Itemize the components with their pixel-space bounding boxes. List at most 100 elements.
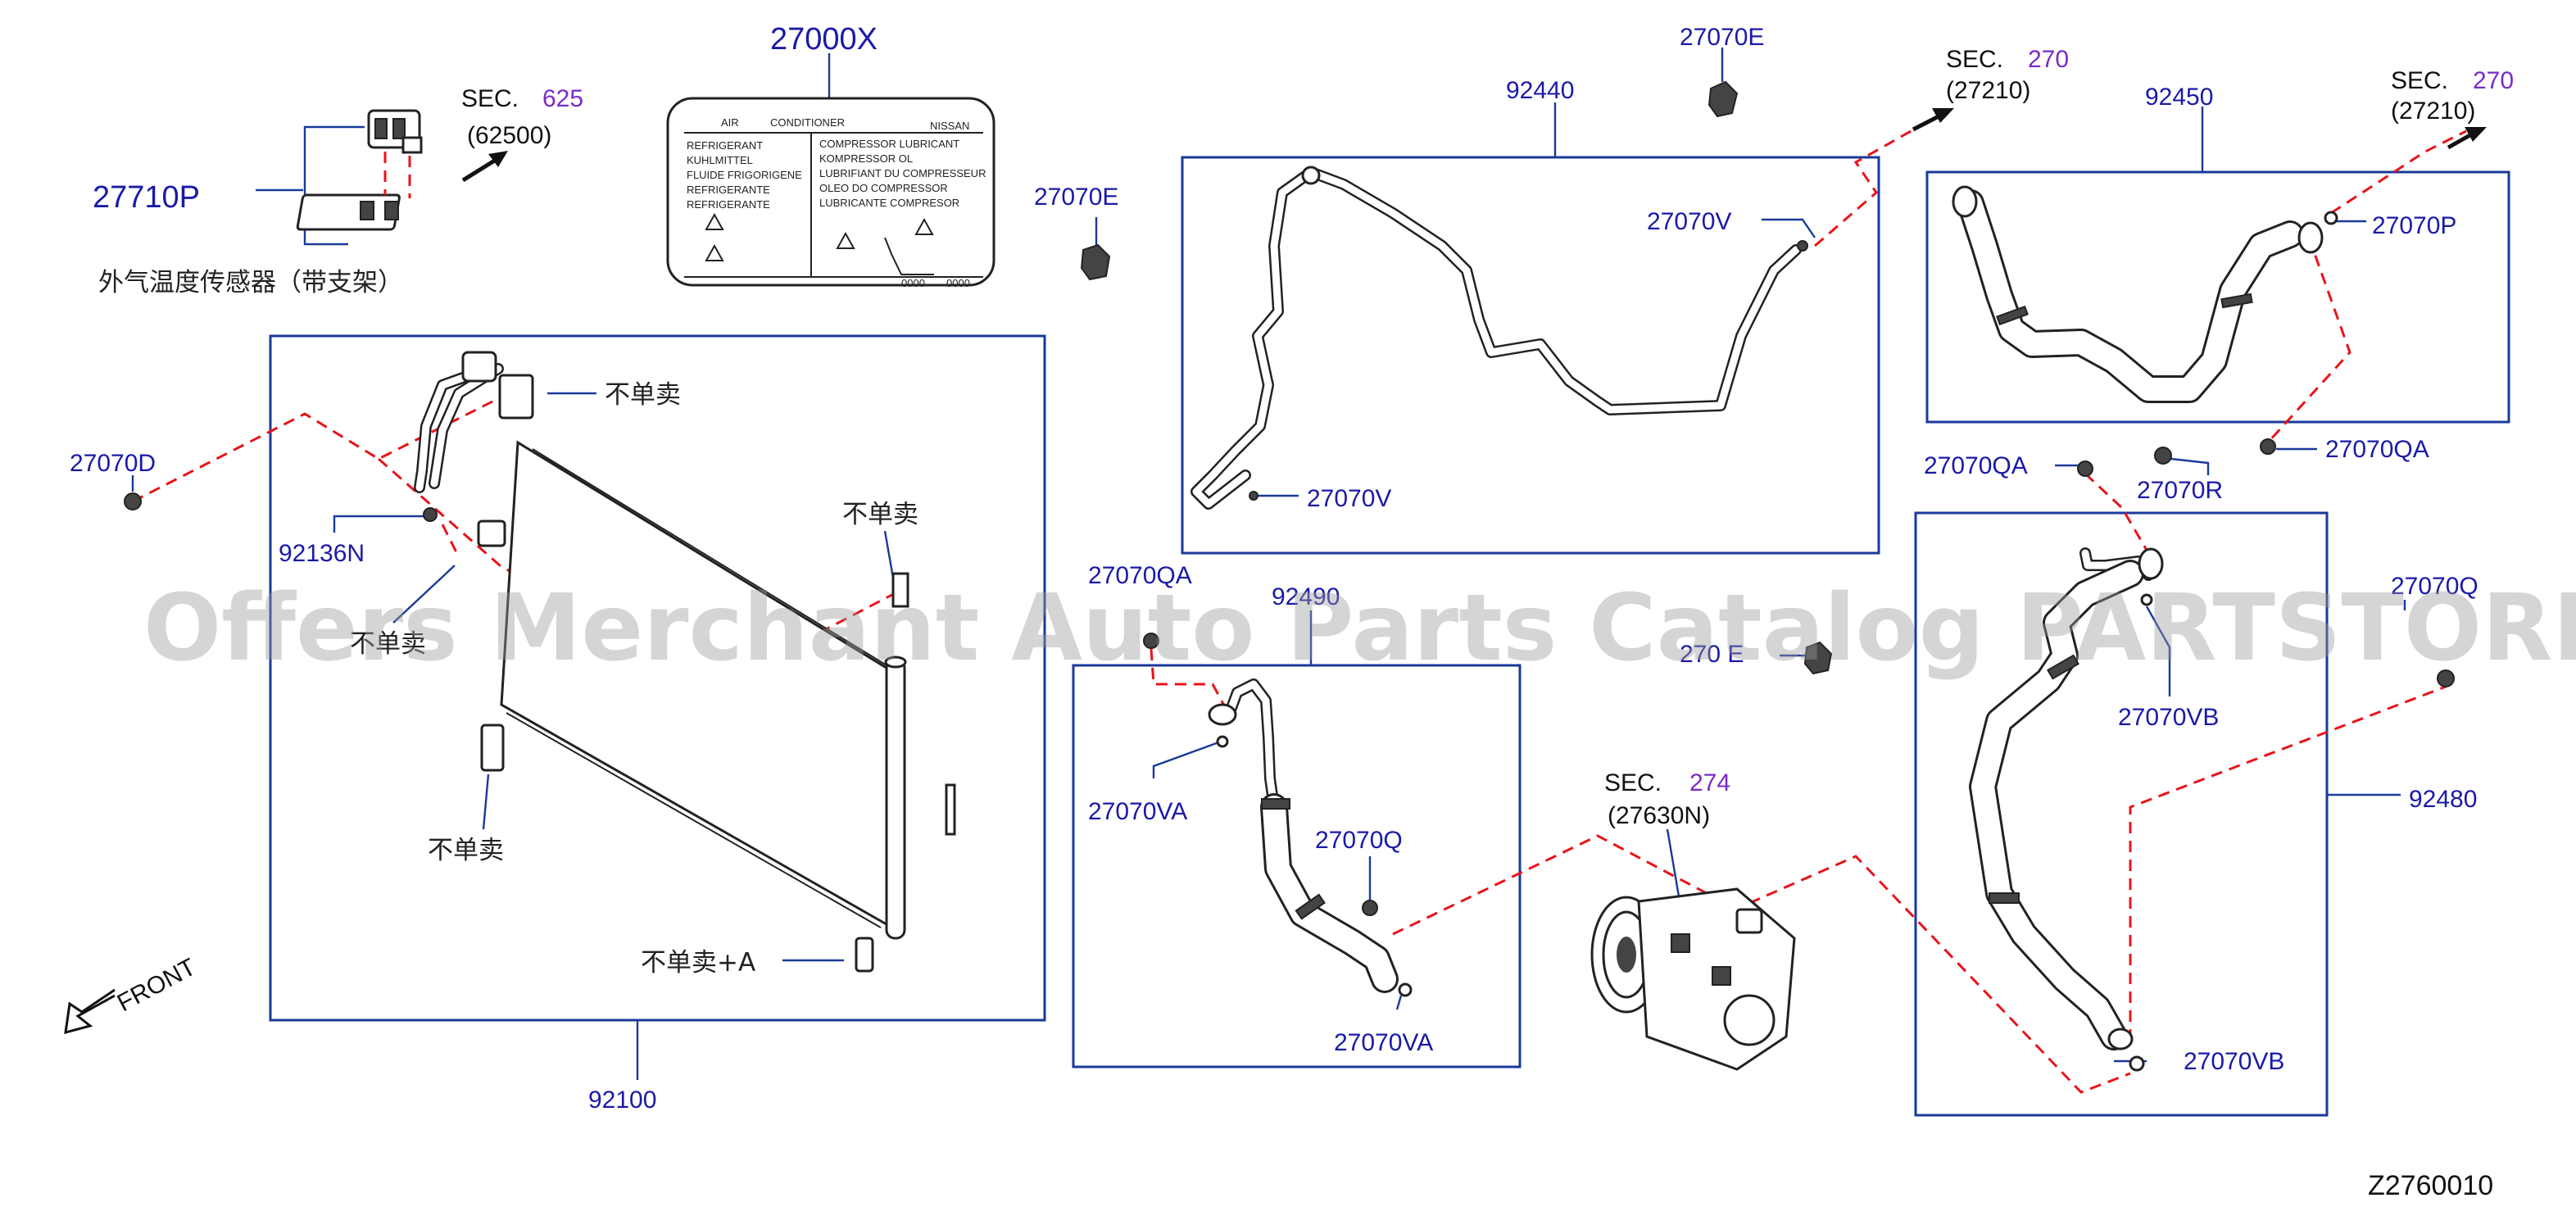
bolt-27070QA-left xyxy=(1143,633,1159,649)
label-27070QA-mid: 27070QA xyxy=(1924,452,2028,479)
pipe-92440-part xyxy=(1190,166,1808,510)
watermark-text: Offers Merchant Auto Parts Catalog PARTS… xyxy=(143,575,2576,682)
hose-92450-part xyxy=(1952,185,2338,403)
route-92440-sec270 xyxy=(1814,121,1926,247)
label-27710P: 27710P xyxy=(93,180,200,215)
label-27070Q-right: 27070Q xyxy=(2391,573,2478,600)
ac-label-right-1: COMPRESSOR LUBRICANT xyxy=(819,138,959,150)
sec-270-arrow-a xyxy=(1912,108,1954,132)
label-92480: 92480 xyxy=(2409,786,2477,813)
clip-27070E-left xyxy=(1080,243,1111,281)
compressor-part xyxy=(1590,887,1796,1071)
label-sec-625-num: 625 xyxy=(542,85,583,112)
route-92450-sec270 xyxy=(2330,129,2467,215)
ac-label-right-4: OLEO DO COMPRESSOR xyxy=(819,182,948,194)
condenser-group-box xyxy=(269,334,1046,1022)
label-sec-270-b-ref: (27210) xyxy=(2391,98,2475,125)
ac-label-head-conditioner: CONDITIONER xyxy=(770,116,845,129)
label-sec-625-ref: (62500) xyxy=(467,122,551,149)
label-sensor-cn: 外气温度传感器（带支架） xyxy=(98,268,403,297)
label-92136N: 92136N xyxy=(279,540,365,567)
leader-ns-2 xyxy=(392,565,456,624)
label-sec-625-word: SEC. xyxy=(461,85,519,112)
ac-label-right-3: LUBRIFIANT DU COMPRESSEUR xyxy=(819,167,986,179)
ac-label-num-2: 0000 xyxy=(946,277,970,289)
label-sec-270-b-word: SEC. xyxy=(2391,67,2448,94)
leader-27070VA-a xyxy=(1152,740,1222,778)
label-not-sold-1: 不单卖 xyxy=(605,380,681,410)
route-92136N xyxy=(441,524,460,558)
route-92450-right xyxy=(2266,237,2352,444)
pipe-92440-group-box xyxy=(1181,156,1880,555)
label-27070QA-left: 27070QA xyxy=(1088,562,1192,589)
label-27070V-top: 27070V xyxy=(1647,208,1731,235)
label-27070V-bottom: 27070V xyxy=(1307,485,1391,512)
label-27070QA-right: 27070QA xyxy=(2325,436,2429,463)
label-92450: 92450 xyxy=(2145,84,2213,111)
hose-92490-group-box xyxy=(1072,664,1522,1069)
bracket-27710P xyxy=(303,125,365,246)
ac-label-num-1: 0000 xyxy=(901,277,925,289)
leader-27070VA-b xyxy=(1395,995,1403,1010)
ac-label-head-air: AIR xyxy=(721,116,739,129)
clip-27070E-mid xyxy=(1803,641,1833,675)
hose-92480-part xyxy=(1969,547,2164,1072)
hose-92450-group-box xyxy=(1925,170,2510,424)
route-92490-top xyxy=(1150,648,1231,715)
label-27070E-left: 27070E xyxy=(1034,184,1118,211)
label-sec-274-num: 274 xyxy=(1689,769,1730,796)
bolt-27070Q-right xyxy=(2437,669,2455,687)
label-27070VA-top: 27070VA xyxy=(1088,798,1187,825)
label-sec-270-b-num: 270 xyxy=(2473,67,2514,94)
bolt-27070QA-right xyxy=(2260,438,2276,455)
label-not-sold-3: 不单卖 xyxy=(842,500,918,529)
label-27070E-top: 27070E xyxy=(1680,24,1764,51)
hose-92490-part xyxy=(1208,678,1413,997)
leader-ns-4 xyxy=(482,774,490,830)
label-not-sold-a: 不单卖+A xyxy=(641,948,755,978)
label-27070P: 27070P xyxy=(2372,212,2456,239)
label-92100: 92100 xyxy=(588,1087,656,1114)
route-92480-right xyxy=(2129,685,2447,1041)
ac-label-left-3: FLUIDE FRIGORIGENE xyxy=(687,169,802,181)
ac-label-brand: NISSAN xyxy=(930,120,969,132)
label-not-sold-4: 不单卖 xyxy=(428,836,504,865)
label-27000X: 27000X xyxy=(770,22,878,57)
bolt-27070R xyxy=(2154,447,2172,465)
ambient-sensor-part xyxy=(296,109,423,231)
label-92440: 92440 xyxy=(1506,77,1574,104)
label-27070R: 27070R xyxy=(2137,477,2223,504)
sec-270-arrow-b xyxy=(2447,127,2487,150)
ac-label-left-2: KUHLMITTEL xyxy=(687,154,753,166)
label-sec-270-a-word: SEC. xyxy=(1946,46,2003,73)
ac-label-left-1: REFRIGERANT xyxy=(687,139,763,152)
condenser-part xyxy=(414,351,956,973)
ac-label-left-5: REFRIGERANTE xyxy=(687,198,770,211)
ac-label-left-4: REFRIGERANTE xyxy=(687,184,770,196)
label-92490: 92490 xyxy=(1272,583,1340,610)
label-27070VB-top: 27070VB xyxy=(2118,704,2219,731)
label-sec-270-a-num: 270 xyxy=(2028,46,2069,73)
ac-caution-label xyxy=(666,97,995,287)
label-front: FRONT xyxy=(113,954,201,1018)
leader-92136N xyxy=(333,515,426,533)
ac-label-right-5: LUBRICANTE COMPRESOR xyxy=(819,197,959,209)
leader-27070V-a xyxy=(1762,218,1816,238)
leader-27070R xyxy=(2170,457,2210,475)
label-27070Q-mid: 27070Q xyxy=(1315,827,1403,854)
bolt-27070D xyxy=(124,492,142,510)
label-sec-274-word: SEC. xyxy=(1604,769,1662,796)
label-27070VB-bottom: 27070VB xyxy=(2184,1048,2284,1075)
bolt-27070QA-mid xyxy=(2077,461,2093,477)
label-sec-274-ref: (27630N) xyxy=(1608,802,1710,829)
label-27070E-mid: 270 E xyxy=(1680,641,1744,668)
label-sec-270-a-ref: (27210) xyxy=(1946,77,2030,104)
clip-27070E-top xyxy=(1708,80,1739,118)
leader-27070VB-a xyxy=(2145,606,2171,696)
label-not-sold-2: 不单卖 xyxy=(350,629,426,659)
label-27070VA-bottom: 27070VA xyxy=(1334,1029,1433,1056)
ac-label-right-2: KOMPRESSOR OL xyxy=(819,152,913,165)
leader-ns-3 xyxy=(883,530,895,579)
sec-625-arrow xyxy=(461,151,508,183)
